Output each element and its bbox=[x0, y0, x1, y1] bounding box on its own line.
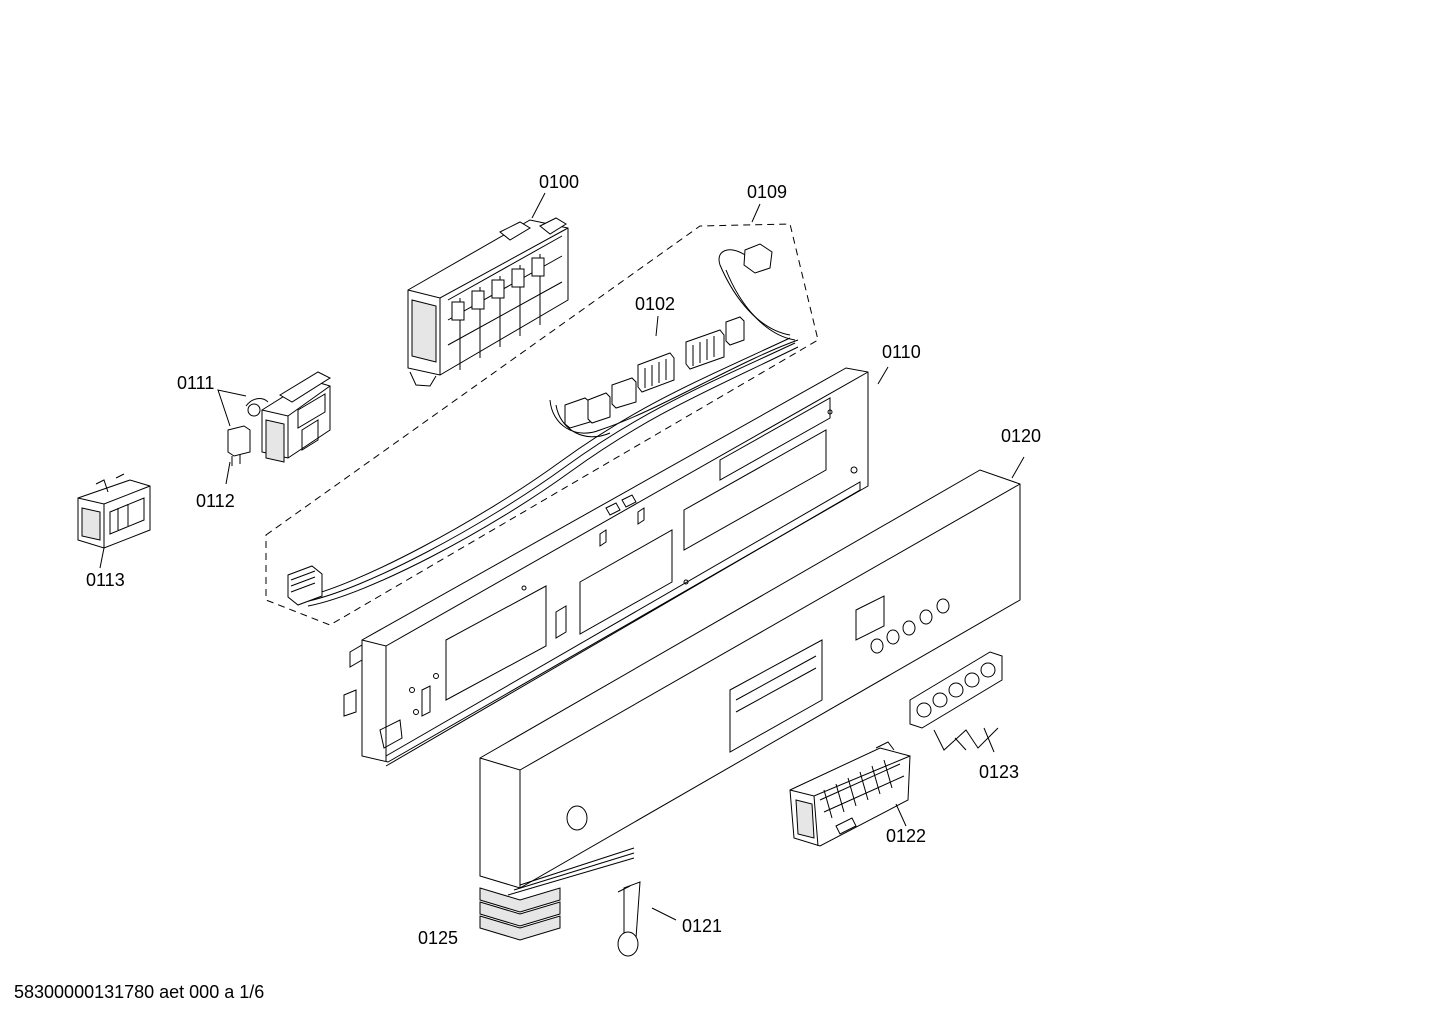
part-label-0112: 0112 bbox=[196, 491, 235, 511]
connector-row bbox=[564, 316, 745, 429]
part-label-0125: 0125 bbox=[418, 928, 458, 948]
part-label-0121: 0121 bbox=[682, 916, 722, 936]
part-label-0109: 0109 bbox=[747, 182, 787, 202]
support-frame-0110 bbox=[343, 366, 889, 767]
seal-strips-0125 bbox=[479, 847, 635, 941]
part-label-0111: 0111 bbox=[177, 373, 214, 393]
knob-0121 bbox=[617, 881, 677, 957]
power-switch-0111 bbox=[217, 371, 332, 485]
part-label-0122: 0122 bbox=[886, 826, 926, 846]
relay-part-0113 bbox=[77, 473, 151, 569]
control-module-0100 bbox=[407, 192, 569, 387]
front-panel-0120 bbox=[479, 456, 1025, 889]
document-code: 58300000131780 aet 000 a 1/6 bbox=[14, 982, 264, 1002]
part-label-0120: 0120 bbox=[1001, 426, 1041, 446]
button-block-0122 bbox=[789, 741, 911, 847]
push-buttons-0123 bbox=[909, 651, 1003, 753]
harness-dashed-boundary bbox=[265, 223, 819, 626]
wiring-harness-group bbox=[265, 223, 819, 626]
part-label-0113: 0113 bbox=[86, 570, 125, 590]
part-label-0102: 0102 bbox=[635, 294, 675, 314]
part-label-0100: 0100 bbox=[539, 172, 579, 192]
part-label-0123: 0123 bbox=[979, 762, 1019, 782]
part-label-0110: 0110 bbox=[882, 342, 921, 362]
